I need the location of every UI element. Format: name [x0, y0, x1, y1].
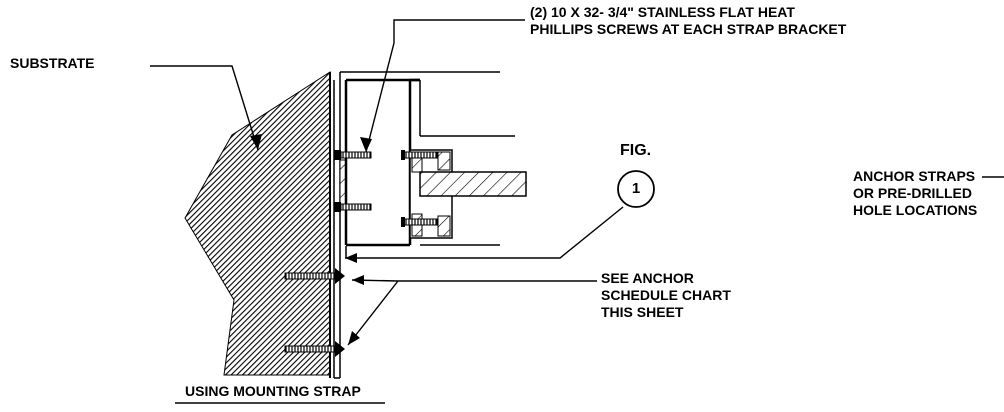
anchor-straps-line-1: ANCHOR STRAPS: [853, 168, 976, 184]
schedule-leader-upper: [351, 279, 597, 282]
substrate-leader: [150, 65, 259, 151]
screws-callout: (2) 10 X 32- 3/4" STAINLESS FLAT HEAT PH…: [530, 4, 846, 38]
leader-lines: [150, 19, 1004, 346]
mounting-strap: [333, 80, 347, 379]
glass-panel: [419, 171, 527, 197]
drawing-caption: USING MOUNTING STRAP: [185, 383, 361, 399]
fig-circle: [617, 170, 655, 208]
anchor-schedule-line-2: SCHEDULE CHART: [601, 287, 731, 303]
fig-leader: [345, 206, 624, 259]
fig-number: 1: [631, 180, 641, 197]
substrate-hatch: [184, 71, 331, 378]
anchor-schedule-line-3: THIS SHEET: [601, 304, 684, 320]
arrowheads: [250, 134, 372, 345]
screws-callout-line-1: (2) 10 X 32- 3/4" STAINLESS FLAT HEAT: [530, 4, 795, 20]
substrate-label: SUBSTRATE: [10, 55, 95, 71]
screws-leader: [365, 19, 525, 153]
anchor-straps-line-2: OR PRE-DRILLED: [853, 185, 972, 201]
anchor-schedule-callout: SEE ANCHOR SCHEDULE CHART THIS SHEET: [601, 270, 731, 321]
fig-label: FIG.: [620, 142, 652, 159]
anchor-schedule-line-1: SEE ANCHOR: [601, 270, 694, 286]
schedule-leader-lower: [347, 280, 399, 346]
anchor-straps-callout: ANCHOR STRAPS OR PRE-DRILLED HOLE LOCATI…: [853, 168, 977, 219]
screws-callout-line-2: PHILLIPS SCREWS AT EACH STRAP BRACKET: [530, 21, 847, 37]
substrate-anchors: [284, 268, 345, 357]
strap-screws: [334, 150, 438, 227]
anchor-straps-line-3: HOLE LOCATIONS: [853, 202, 978, 218]
